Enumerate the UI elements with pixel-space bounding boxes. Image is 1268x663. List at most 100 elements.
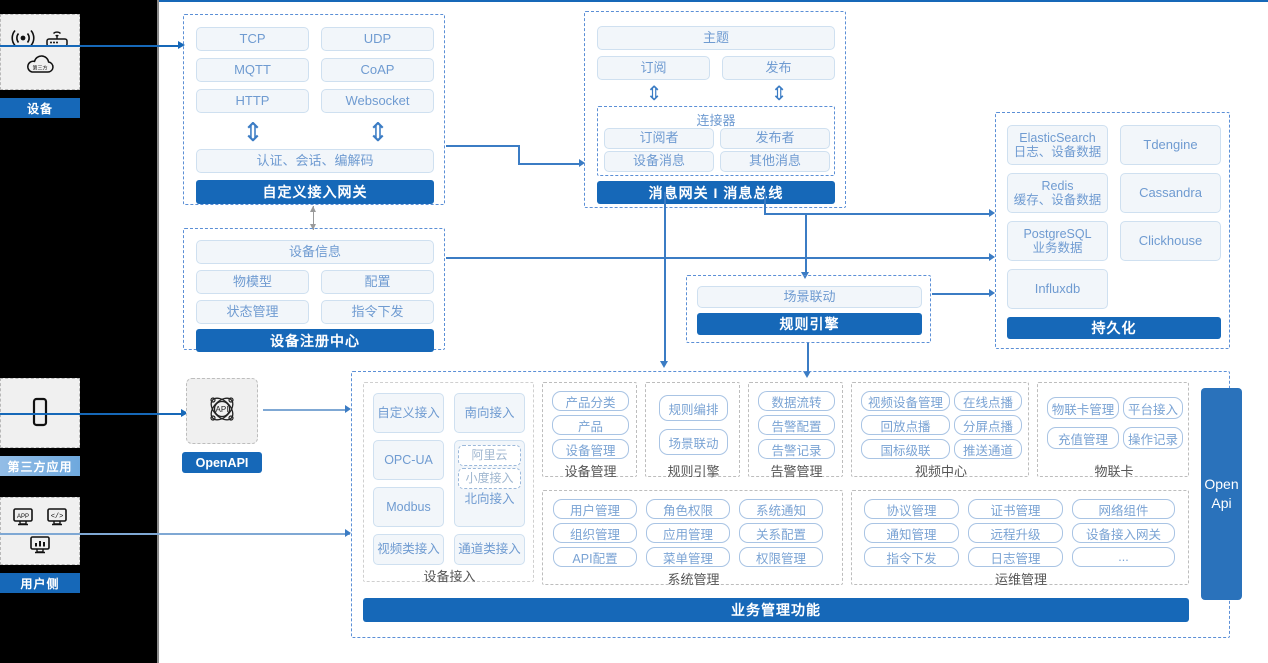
line-gateway-registry: [313, 206, 314, 230]
protocol-chip-udp[interactable]: UDP: [321, 27, 434, 51]
device-info-chip[interactable]: 设备信息: [196, 240, 434, 264]
chip-menu-mgmt[interactable]: 菜单管理: [646, 547, 730, 567]
business-function-bar[interactable]: 业务管理功能: [363, 598, 1189, 622]
line-bus-to-business: [664, 192, 666, 364]
api-atom-icon: API: [202, 389, 242, 434]
line-device-to-gateway: [0, 45, 180, 48]
device-registry-bar[interactable]: 设备注册中心: [196, 329, 434, 352]
chip-log-mgmt[interactable]: 日志管理: [968, 547, 1063, 567]
access-chip-southbound[interactable]: 南向接入: [454, 393, 525, 433]
store-chip-elasticsearch[interactable]: ElasticSearch 日志、设备数据: [1007, 125, 1108, 165]
state-mgmt-chip[interactable]: 状态管理: [196, 300, 309, 324]
access-chip-northbound[interactable]: 阿里云 小度接入 北向接入: [454, 440, 525, 527]
chip-online-vod[interactable]: 在线点播: [954, 391, 1022, 411]
access-chip-custom[interactable]: 自定义接入: [373, 393, 444, 433]
connector-group: 连接器 订阅者 发布者 设备消息 其他消息: [597, 106, 835, 176]
store-chip-clickhouse[interactable]: Clickhouse: [1120, 221, 1221, 261]
openapi-badge[interactable]: OpenAPI: [182, 452, 262, 473]
ops-mgmt-box: 协议管理 证书管理 网络组件 通知管理 远程升级 设备接入网关 指令下发 日志管…: [851, 490, 1189, 587]
store-chip-redis[interactable]: Redis 缓存、设备数据: [1007, 173, 1108, 213]
access-chip-video[interactable]: 视频类接入: [373, 534, 444, 565]
command-dispatch-chip[interactable]: 指令下发: [321, 300, 434, 324]
access-gateway-bar[interactable]: 自定义接入网关: [196, 180, 434, 204]
subscribe-chip[interactable]: 订阅: [597, 56, 710, 80]
arrow-thirdparty-to-openapi: [181, 408, 188, 417]
chip-gb-cascade[interactable]: 国标级联: [861, 439, 950, 459]
subscriber-chip[interactable]: 订阅者: [604, 128, 714, 149]
chip-cert-mgmt[interactable]: 证书管理: [968, 499, 1063, 519]
rule-engine-label: 规则引擎: [667, 464, 720, 479]
access-chip-modbus[interactable]: Modbus: [373, 487, 444, 527]
chip-command-dispatch[interactable]: 指令下发: [864, 547, 959, 567]
rail-group-user-side: APP </> 用户侧: [0, 497, 80, 593]
message-gateway-bar[interactable]: 消息网关 I 消息总线: [597, 181, 835, 204]
protocol-chip-coap[interactable]: CoAP: [321, 58, 434, 82]
line-thirdparty-to-openapi: [0, 413, 183, 416]
arrow-openapi-to-business: [345, 405, 351, 413]
config-chip[interactable]: 配置: [321, 270, 434, 294]
persistence-bar[interactable]: 持久化: [1007, 317, 1221, 339]
topic-chip[interactable]: 主题: [597, 26, 835, 50]
scene-linkage-chip[interactable]: 场景联动: [697, 286, 922, 308]
line-registry-to-persistence: [446, 257, 992, 259]
rule-engine-bar[interactable]: 规则引擎: [697, 313, 922, 335]
access-chip-channel[interactable]: 通道类接入: [454, 534, 525, 565]
device-access-label: 设备接入: [423, 569, 476, 584]
chip-user-mgmt[interactable]: 用户管理: [553, 499, 637, 519]
access-subchip-xiaodu[interactable]: 小度接入: [458, 468, 521, 489]
chip-product-category[interactable]: 产品分类: [552, 391, 629, 411]
chip-recharge-mgmt[interactable]: 充值管理: [1047, 427, 1119, 449]
chip-notice-mgmt[interactable]: 通知管理: [864, 523, 959, 543]
chip-permission-mgmt[interactable]: 权限管理: [739, 547, 823, 567]
chip-alarm-record[interactable]: 告警记录: [758, 439, 835, 459]
left-device-rail: 第三方 设备 第三方应用 APP: [0, 0, 159, 663]
store-desc: 日志、设备数据: [1013, 145, 1102, 159]
publisher-chip[interactable]: 发布者: [720, 128, 830, 149]
chip-alarm-config[interactable]: 告警配置: [758, 415, 835, 435]
protocol-chip-tcp[interactable]: TCP: [196, 27, 309, 51]
chip-device-mgmt[interactable]: 设备管理: [552, 439, 629, 459]
chip-relation-config[interactable]: 关系配置: [739, 523, 823, 543]
chip-api-config[interactable]: API配置: [553, 547, 637, 567]
chip-more[interactable]: ...: [1072, 547, 1175, 567]
store-chip-cassandra[interactable]: Cassandra: [1120, 173, 1221, 213]
chip-operation-record[interactable]: 操作记录: [1123, 427, 1183, 449]
iot-card-label: 物联卡: [1094, 464, 1134, 479]
chip-data-flow[interactable]: 数据流转: [758, 391, 835, 411]
chip-playback-vod[interactable]: 回放点播: [861, 415, 950, 435]
thing-model-chip[interactable]: 物模型: [196, 270, 309, 294]
openapi-vertical-bar[interactable]: Open Api: [1201, 388, 1242, 600]
store-chip-influxdb[interactable]: Influxdb: [1007, 269, 1108, 309]
access-subchip-aliyun[interactable]: 阿里云: [458, 445, 521, 466]
access-chip-opcua[interactable]: OPC-UA: [373, 440, 444, 480]
publish-chip[interactable]: 发布: [722, 56, 835, 80]
chip-org-mgmt[interactable]: 组织管理: [553, 523, 637, 543]
chip-device-access-gateway[interactable]: 设备接入网关: [1072, 523, 1175, 543]
other-message-chip[interactable]: 其他消息: [720, 151, 830, 172]
protocol-chip-websocket[interactable]: Websocket: [321, 89, 434, 113]
chip-role-permission[interactable]: 角色权限: [646, 499, 730, 519]
chip-network-component[interactable]: 网络组件: [1072, 499, 1175, 519]
chip-system-notice[interactable]: 系统通知: [739, 499, 823, 519]
chip-remote-upgrade[interactable]: 远程升级: [968, 523, 1063, 543]
chip-protocol-mgmt[interactable]: 协议管理: [864, 499, 959, 519]
chip-product[interactable]: 产品: [552, 415, 629, 435]
protocol-chip-mqtt[interactable]: MQTT: [196, 58, 309, 82]
chip-video-device-mgmt[interactable]: 视频设备管理: [861, 391, 950, 411]
store-chip-postgresql[interactable]: PostgreSQL 业务数据: [1007, 221, 1108, 261]
chip-rule-orchestration[interactable]: 规则编排: [659, 395, 728, 421]
chip-push-channel[interactable]: 推送通道: [954, 439, 1022, 459]
line-gateway-to-bus-h1: [446, 145, 519, 147]
arrow-rule-to-persistence: [989, 289, 995, 297]
chip-platform-access[interactable]: 平台接入: [1123, 397, 1183, 419]
store-chip-tdengine[interactable]: Tdengine: [1120, 125, 1221, 165]
protocol-chip-http[interactable]: HTTP: [196, 89, 309, 113]
auth-session-codec-chip[interactable]: 认证、会话、编解码: [196, 149, 434, 173]
chip-app-mgmt[interactable]: 应用管理: [646, 523, 730, 543]
chip-iot-card-mgmt[interactable]: 物联卡管理: [1047, 397, 1119, 419]
openapi-tile: API: [186, 378, 258, 444]
chip-split-screen-vod[interactable]: 分屏点播: [954, 415, 1022, 435]
device-message-chip[interactable]: 设备消息: [604, 151, 714, 172]
chip-scene-linkage[interactable]: 场景联动: [659, 429, 728, 455]
